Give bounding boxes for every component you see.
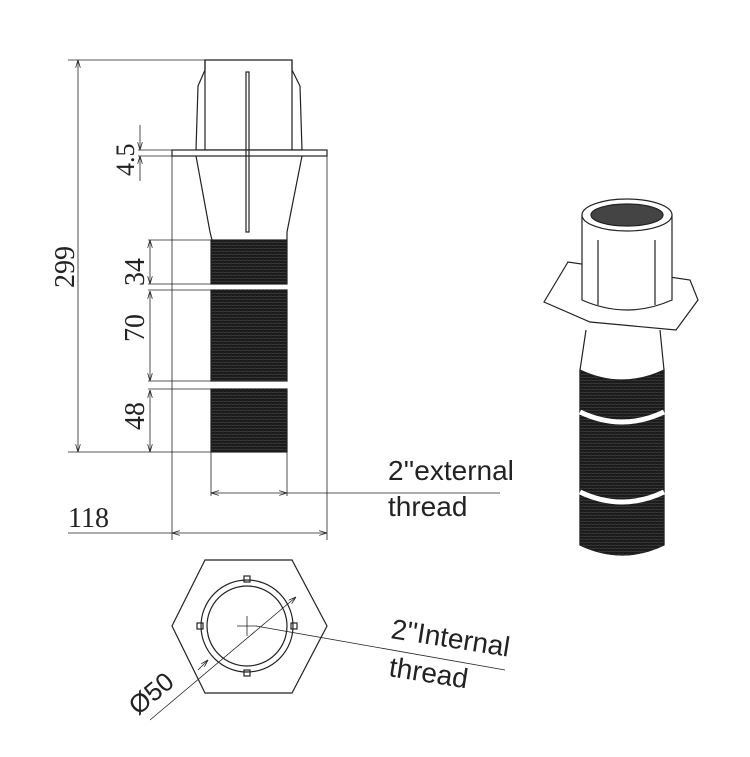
external-thread-label-1: 2''external xyxy=(388,455,514,486)
dim-flange-width: 118 xyxy=(68,503,109,534)
dim-flange-thickness: 4.5 xyxy=(111,144,140,177)
thread-section-2 xyxy=(210,289,288,382)
dim-inner-diameter: Ø50 xyxy=(123,666,180,721)
internal-thread-label-2: thread xyxy=(387,651,470,694)
dim-thread-3: 48 xyxy=(120,402,151,430)
external-thread-label-2: thread xyxy=(388,491,467,522)
thread-section-3 xyxy=(210,388,288,453)
thread-section-1 xyxy=(210,239,288,285)
3d-view xyxy=(543,198,699,556)
dim-total-height: 299 xyxy=(50,246,81,288)
dim-thread-1: 34 xyxy=(120,258,151,286)
side-view xyxy=(68,59,500,540)
dim-thread-2: 70 xyxy=(120,314,151,342)
bottom-view xyxy=(149,559,506,721)
